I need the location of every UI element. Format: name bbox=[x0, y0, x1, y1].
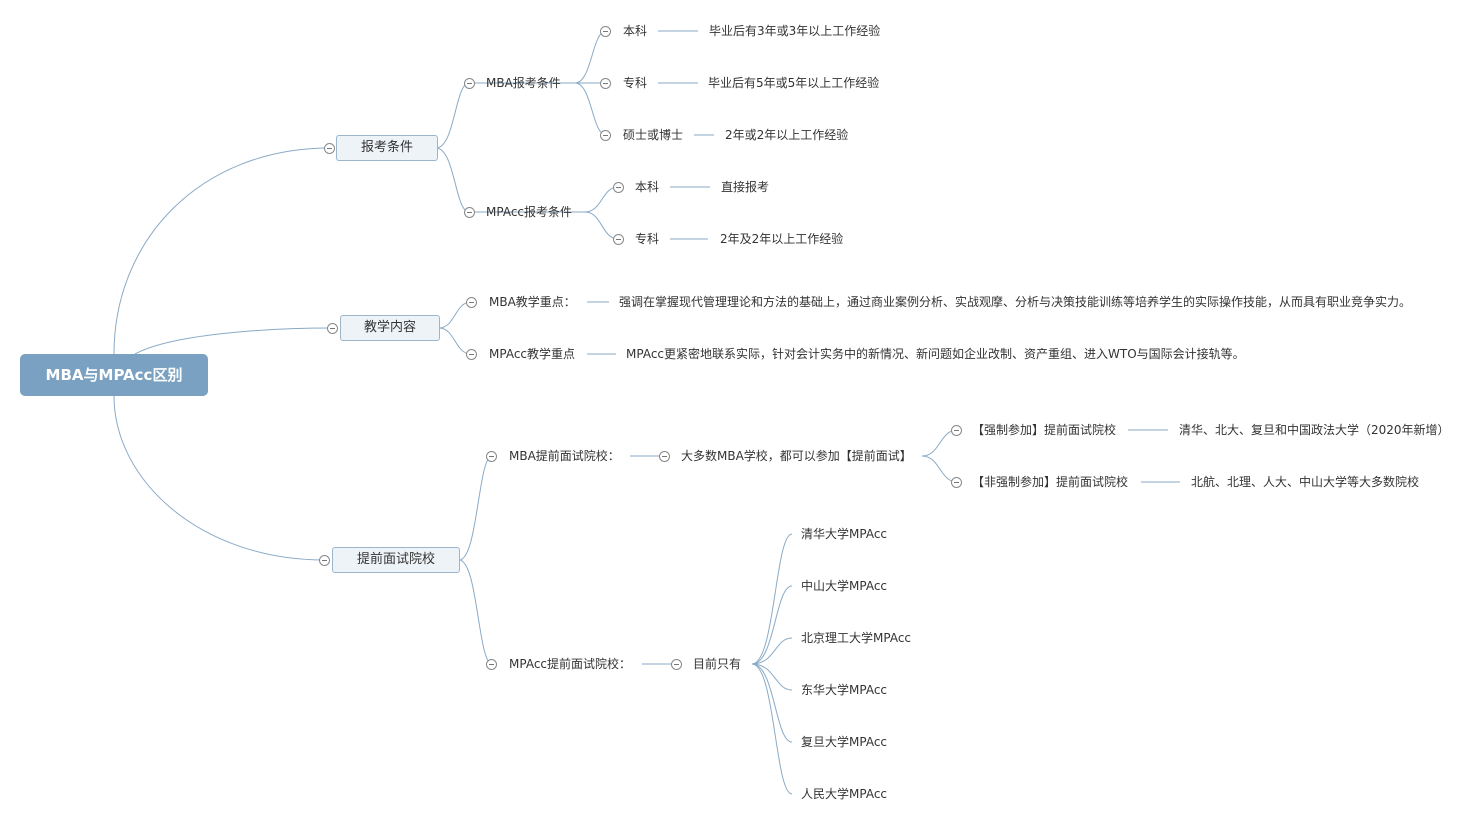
link-school-5 bbox=[751, 663, 793, 743]
collapse-b3-icon[interactable] bbox=[319, 555, 330, 566]
link-school-6 bbox=[751, 663, 793, 795]
school-item[interactable]: 人民大学MPAcc bbox=[801, 787, 888, 801]
collapse-mpacc-zhuanke-icon[interactable] bbox=[613, 234, 624, 245]
link-mpacc-zhuanke bbox=[584, 211, 619, 240]
collapse-mba-shuoshi-icon[interactable] bbox=[600, 130, 611, 141]
topic-mba-interview-sub[interactable]: 大多数MBA学校，都可以参加【提前面试】 bbox=[681, 449, 912, 463]
link-school-1 bbox=[751, 533, 793, 665]
topic-mpacc-interview-sub[interactable]: 目前只有 bbox=[693, 657, 742, 671]
topic-b3[interactable]: 提前面试院校 bbox=[332, 547, 460, 573]
topic-mpacc-interview[interactable]: MPAcc提前面试院校： bbox=[509, 657, 632, 671]
topic-forced-val[interactable]: 清华、北大、复旦和中国政法大学（2020年新增） bbox=[1179, 423, 1450, 437]
school-item[interactable]: 北京理工大学MPAcc bbox=[801, 631, 912, 645]
link-root-b2 bbox=[134, 327, 334, 355]
topic-mpacc-benke[interactable]: 本科 bbox=[635, 180, 660, 194]
collapse-mpacc-interview-icon[interactable] bbox=[486, 659, 497, 670]
collapse-mba-benke-icon[interactable] bbox=[600, 26, 611, 37]
link-mba-benke bbox=[574, 30, 607, 84]
topic-optional[interactable]: 【非强制参加】提前面试院校 bbox=[972, 475, 1129, 489]
link-mba-shuoshi bbox=[574, 82, 607, 136]
topic-mpacc-benke-val[interactable]: 直接报考 bbox=[721, 180, 770, 194]
topic-mba-shuoshi-val[interactable]: 2年或2年以上工作经验 bbox=[725, 128, 849, 142]
school-item[interactable]: 复旦大学MPAcc bbox=[801, 735, 888, 749]
collapse-optional-icon[interactable] bbox=[951, 477, 962, 488]
topic-mpacc-teach[interactable]: MPAcc教学重点 bbox=[489, 347, 576, 361]
topic-mba-interview[interactable]: MBA提前面试院校： bbox=[509, 449, 620, 463]
topic-mpacc-teach-val[interactable]: MPAcc更紧密地联系实际，针对会计实务中的新情况、新问题如企业改制、资产重组、… bbox=[626, 347, 1245, 361]
topic-mba-teach-val[interactable]: 强调在掌握现代管理理论和方法的基础上，通过商业案例分析、实战观摩、分析与决策技能… bbox=[619, 295, 1412, 309]
topic-mba-benke[interactable]: 本科 bbox=[623, 24, 648, 38]
link-root-b1 bbox=[113, 147, 331, 355]
collapse-mpacc-cond-icon[interactable] bbox=[464, 207, 475, 218]
collapse-mba-teach-icon[interactable] bbox=[466, 297, 477, 308]
topic-mba-zhuanke[interactable]: 专科 bbox=[623, 76, 648, 90]
topic-mpacc-zhuanke[interactable]: 专科 bbox=[635, 232, 660, 246]
link-school-4 bbox=[751, 663, 793, 691]
link-b1-mpacc bbox=[435, 147, 470, 213]
topic-mba-zhuanke-val[interactable]: 毕业后有5年或5年以上工作经验 bbox=[708, 76, 880, 90]
link-b1-mba bbox=[435, 82, 470, 149]
topic-mba-shuoshi[interactable]: 硕士或博士 bbox=[623, 128, 684, 142]
link-b3-mpacc bbox=[458, 559, 493, 665]
collapse-mba-interview-icon[interactable] bbox=[486, 451, 497, 462]
collapse-mpacc-benke-icon[interactable] bbox=[613, 182, 624, 193]
school-item[interactable]: 中山大学MPAcc bbox=[801, 579, 888, 593]
root-topic[interactable]: MBA与MPAcc区别 bbox=[20, 354, 208, 396]
collapse-mpacc-teach-icon[interactable] bbox=[466, 349, 477, 360]
link-mpacc-benke bbox=[584, 186, 619, 213]
link-school-3 bbox=[751, 637, 793, 665]
topic-b2[interactable]: 教学内容 bbox=[340, 315, 440, 341]
topic-forced[interactable]: 【强制参加】提前面试院校 bbox=[972, 423, 1117, 437]
link-b3-mba bbox=[458, 455, 493, 561]
school-item[interactable]: 清华大学MPAcc bbox=[801, 527, 888, 541]
collapse-mba-interview-sub-icon[interactable] bbox=[659, 451, 670, 462]
collapse-mba-zhuanke-icon[interactable] bbox=[600, 78, 611, 89]
topic-mba-teach[interactable]: MBA教学重点： bbox=[489, 295, 576, 309]
school-item[interactable]: 东华大学MPAcc bbox=[801, 683, 888, 697]
collapse-b1-icon[interactable] bbox=[324, 143, 335, 154]
topic-b1[interactable]: 报考条件 bbox=[336, 135, 438, 161]
link-school-2 bbox=[751, 585, 793, 665]
topic-mpacc-cond[interactable]: MPAcc报考条件 bbox=[486, 205, 573, 219]
link-root-b3 bbox=[113, 395, 326, 561]
topic-mba-cond[interactable]: MBA报考条件 bbox=[486, 76, 561, 90]
collapse-mpacc-interview-sub-icon[interactable] bbox=[671, 659, 682, 670]
collapse-forced-icon[interactable] bbox=[951, 425, 962, 436]
topic-mba-benke-val[interactable]: 毕业后有3年或3年以上工作经验 bbox=[709, 24, 881, 38]
topic-optional-val[interactable]: 北航、北理、人大、中山大学等大多数院校 bbox=[1191, 475, 1420, 489]
collapse-mba-cond-icon[interactable] bbox=[464, 78, 475, 89]
topic-mpacc-zhuanke-val[interactable]: 2年及2年以上工作经验 bbox=[720, 232, 844, 246]
collapse-b2-icon[interactable] bbox=[327, 323, 338, 334]
